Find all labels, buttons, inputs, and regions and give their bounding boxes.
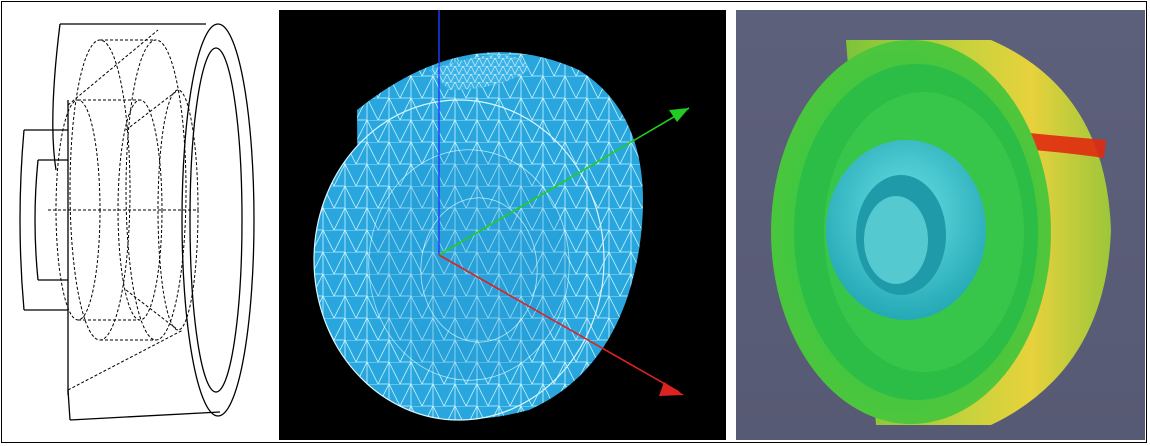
wireframe-drawing [19, 23, 255, 421]
mesh-panel [279, 10, 726, 440]
result-panel [736, 10, 1145, 440]
result-drawing [736, 10, 1145, 440]
y-axis [438, 107, 690, 256]
x-axis [438, 254, 680, 393]
cad-wireframe-panel [8, 10, 274, 440]
mesh-drawing [313, 10, 690, 421]
